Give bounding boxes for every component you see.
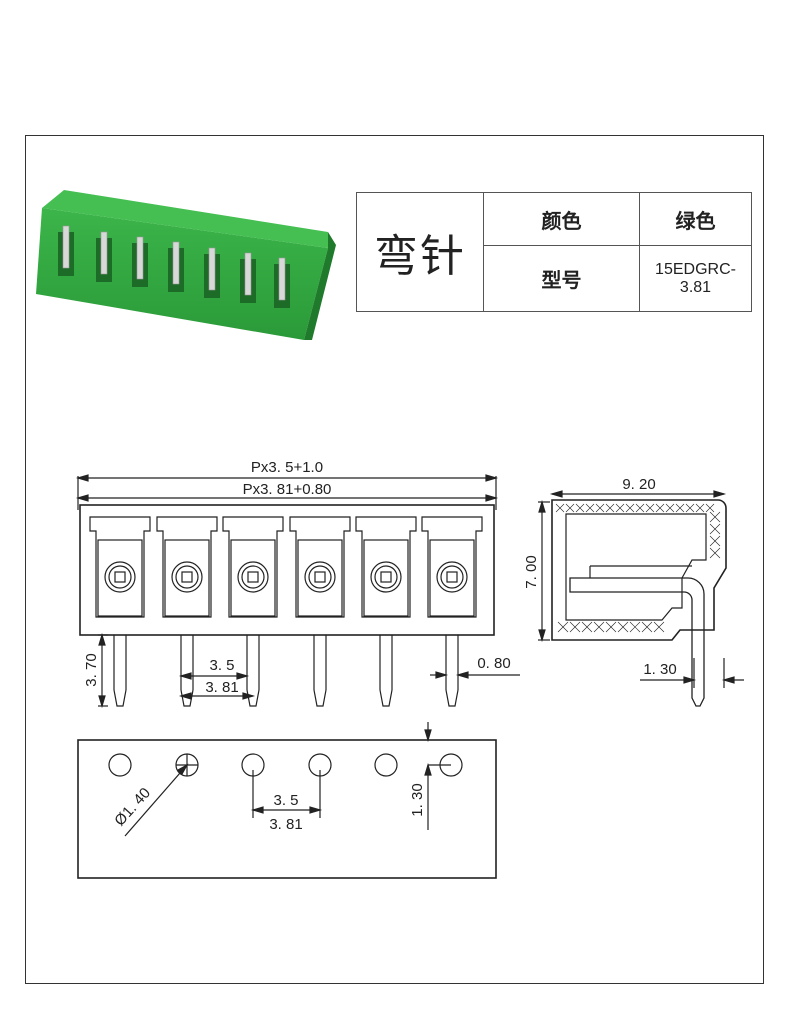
pcb-layout: Ø1. 40 3. 5 3. 81 1. 30 [77, 722, 497, 879]
pcb-hole-1 [108, 753, 132, 777]
side-view: 9. 20 7. 00 1. 30 [523, 476, 744, 707]
dim-pin-width: 0. 80 [477, 655, 510, 672]
product-photo [36, 190, 336, 340]
dim-overall-2: Px3. 81+0.80 [243, 481, 332, 498]
dim-hole-diameter: Ø1. 40 [111, 785, 154, 830]
front-pole-6 [421, 516, 483, 707]
product-type: 弯针 [356, 192, 484, 312]
dim-side-height: 7. 00 [523, 555, 540, 588]
pcb-hole-5 [374, 753, 398, 777]
front-pole-3 [222, 516, 284, 707]
color-label: 颜色 [483, 191, 640, 247]
front-pole-2 [156, 516, 218, 707]
dim-pcb-offset: 1. 30 [409, 783, 426, 816]
front-pole-1 [89, 516, 151, 707]
spec-table: 弯针 颜色 绿色 型号 15EDGRC-3.81 [356, 191, 752, 312]
dim-side-offset: 1. 30 [643, 661, 676, 678]
dim-overall-1: Px3. 5+1.0 [251, 459, 323, 476]
dim-pcb-pitch-b: 3. 81 [269, 816, 302, 833]
front-view: Px3. 5+1.0 Px3. 81+0.80 [75, 459, 520, 709]
dim-pitch-a: 3. 5 [209, 657, 234, 674]
photo-pins [58, 225, 290, 308]
front-pole-4 [289, 516, 351, 707]
dim-side-width: 9. 20 [622, 476, 655, 493]
drawing-frame [25, 135, 764, 984]
color-value: 绿色 [639, 191, 752, 247]
model-value: 15EDGRC-3.81 [639, 245, 752, 312]
dim-pin-length: 3. 70 [83, 653, 100, 686]
front-pole-5 [355, 516, 417, 707]
dim-pitch-b: 3. 81 [205, 679, 238, 696]
dim-pcb-pitch-a: 3. 5 [273, 792, 298, 809]
